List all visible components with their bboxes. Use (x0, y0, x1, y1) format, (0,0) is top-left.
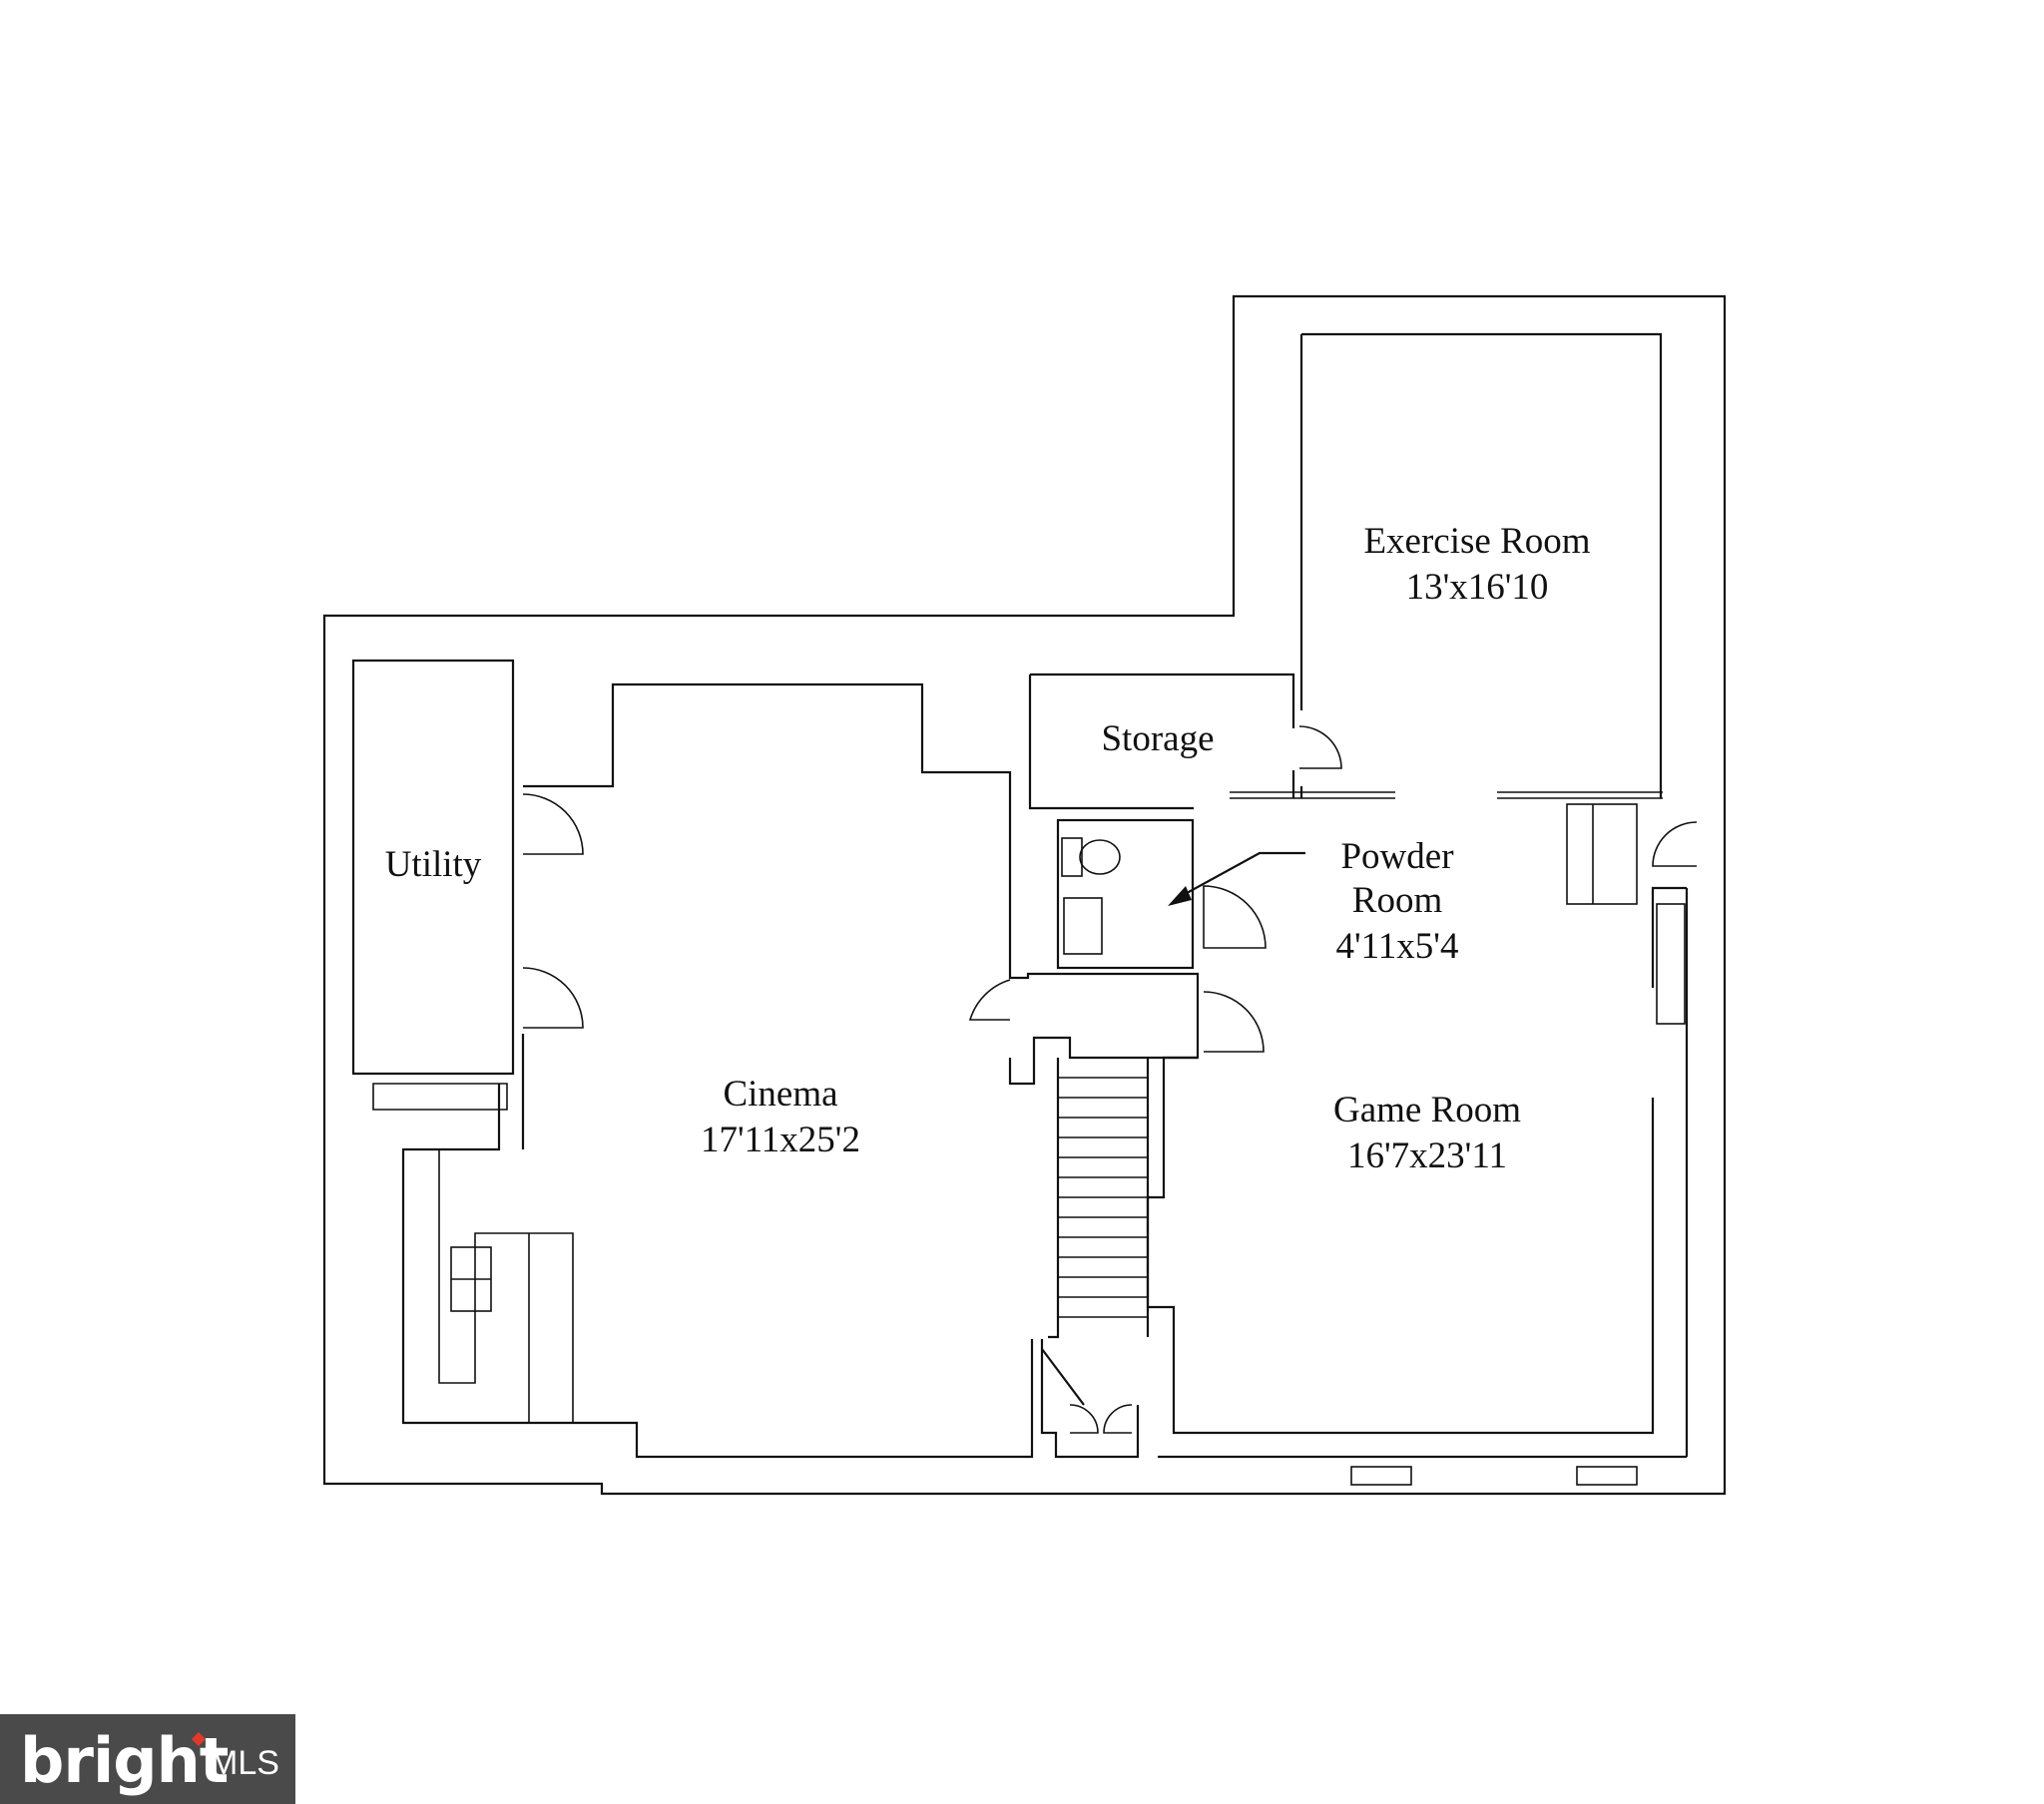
hall-door-swing (968, 979, 1011, 1021)
toilet-tank (1061, 837, 1083, 877)
stair-closet-wall (1040, 1339, 1140, 1459)
game-room-exterior-door-swing (1652, 821, 1698, 867)
storage-door-swing (1298, 725, 1342, 769)
game-room-window-side (1656, 903, 1686, 1025)
exercise-room-size: 13'x16'10 (1406, 567, 1549, 608)
game-room-name: Game Room (1333, 1090, 1521, 1130)
window-left (1350, 1466, 1412, 1486)
watermark-suffix: MLS (210, 1744, 279, 1782)
game-hall-door-swing (1203, 991, 1265, 1053)
cinema-name: Cinema (723, 1074, 837, 1115)
utility-name: Utility (385, 844, 482, 885)
game-room-wall (1146, 886, 1687, 1435)
game-room-size: 16'7x23'11 (1347, 1135, 1507, 1176)
powder-room-wall (1056, 818, 1195, 970)
stairway (1048, 1058, 1150, 1339)
powder-room-name-line1: Powder (1340, 836, 1453, 877)
powder-room-name-line2: Room (1352, 880, 1443, 921)
exercise-room-name: Exercise Room (1363, 521, 1590, 562)
sink (1063, 897, 1103, 955)
cinema-wall (401, 682, 1034, 1459)
hall-wall (1008, 970, 1200, 1086)
window-right (1576, 1466, 1638, 1486)
utility-door-lower-swing (522, 967, 584, 1029)
powder-room-size: 4'11x5'4 (1336, 926, 1459, 967)
mls-watermark: bright MLS (0, 1714, 295, 1804)
utility-wall (351, 659, 515, 1076)
toilet-bowl (1079, 839, 1121, 875)
powder-pointer-arrow (1177, 851, 1305, 899)
storage-name: Storage (1101, 718, 1214, 759)
cinema-size: 17'11x25'2 (701, 1120, 860, 1160)
kitchen-counter (372, 1083, 574, 1423)
game-room-closet (1566, 803, 1638, 905)
storage-wall (1028, 673, 1295, 810)
outer-wall (322, 294, 1727, 1496)
powder-door-swing (1203, 885, 1267, 949)
utility-door-upper-swing (522, 793, 584, 855)
